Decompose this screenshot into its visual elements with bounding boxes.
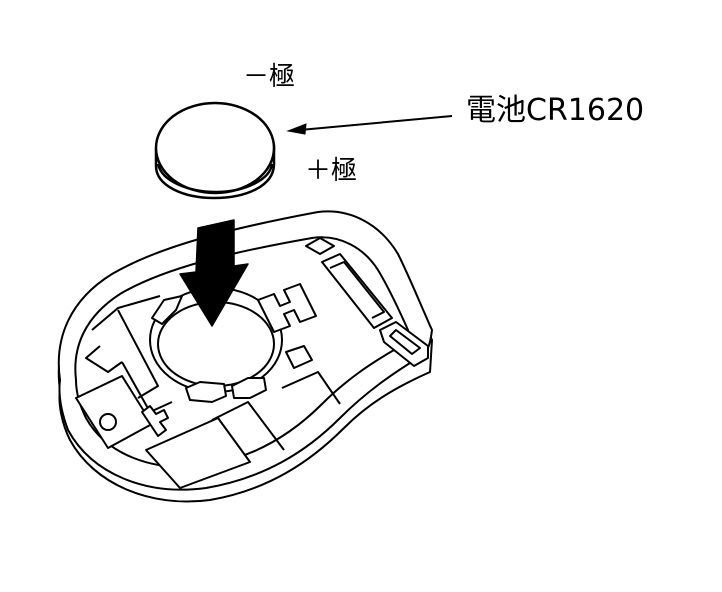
housing-h-slot <box>141 405 169 437</box>
housing-notch-inner <box>389 329 421 355</box>
negative-terminal-label: －極 <box>243 62 296 92</box>
housing-rib-left-3 <box>117 309 159 399</box>
coin-battery-seam <box>156 163 274 194</box>
battery-holder <box>149 283 317 403</box>
housing-right-rail <box>321 253 393 329</box>
leader-arrowhead <box>286 123 307 135</box>
coin-battery <box>154 101 276 200</box>
housing-screw-hole <box>99 413 117 431</box>
housing-small-square <box>305 237 335 255</box>
battery-holder-clip-left <box>151 295 183 325</box>
battery-contact-tab-1 <box>185 381 227 403</box>
housing-rib-left-1 <box>91 295 161 331</box>
housing-divider <box>211 401 285 451</box>
positive-terminal-label: ＋極 <box>305 156 358 186</box>
battery-leader-line <box>286 115 453 135</box>
housing-right-rail-inner <box>329 261 385 319</box>
battery-terminal-right-lower <box>285 345 313 369</box>
battery-contact-tab-2 <box>231 377 267 399</box>
coin-battery-top <box>154 101 276 195</box>
housing-step-right <box>281 371 341 405</box>
battery-model-label: 電池CR1620 <box>466 93 645 128</box>
battery-terminal-right <box>257 283 317 333</box>
housing-bottom-compartment <box>145 417 251 489</box>
insertion-arrow <box>179 219 249 327</box>
housing-rib-left-2 <box>85 345 123 373</box>
